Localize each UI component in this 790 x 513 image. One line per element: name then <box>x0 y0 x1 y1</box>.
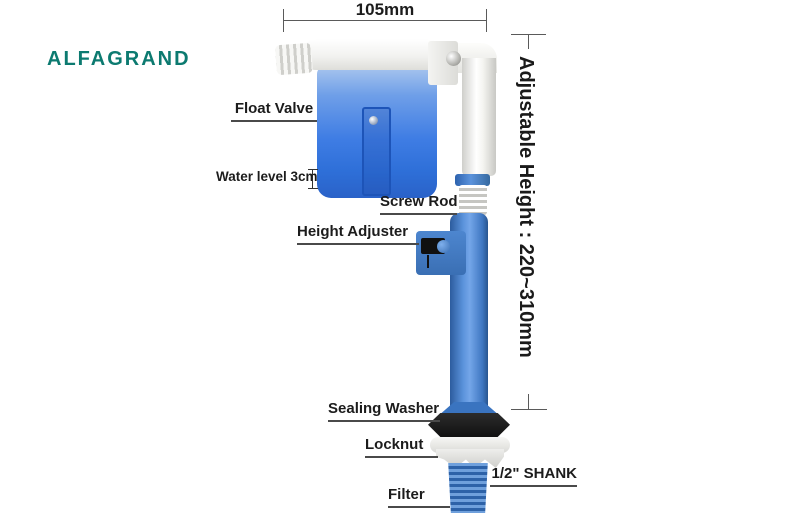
height-dimension-stub-top <box>528 34 529 49</box>
sealing-washer-part <box>428 413 510 441</box>
width-dimension-tick-left <box>283 9 284 32</box>
valve-cap <box>304 39 439 70</box>
label-screw-rod: Screw Rod <box>380 193 458 215</box>
width-dimension-tick-right <box>486 9 487 32</box>
inlet-nozzle <box>274 42 314 76</box>
label-sealing-washer: Sealing Washer <box>328 400 440 422</box>
height-adjuster-mark <box>427 255 429 268</box>
water-level-bracket-cap-bottom <box>308 188 318 189</box>
float-cup-screw <box>369 116 378 125</box>
height-dimension-label: Adjustable Height : 220~310mm <box>515 56 537 358</box>
width-dimension-label: 105mm <box>355 0 415 19</box>
outlet-tube <box>462 58 496 176</box>
label-water-level: Water level 3cm <box>216 169 318 184</box>
threaded-shank-part <box>448 463 488 513</box>
water-level-bracket-cap-top <box>308 169 318 170</box>
valve-body-screw <box>446 51 461 66</box>
float-cup <box>317 66 437 198</box>
screw-rod-threads <box>459 185 487 215</box>
screw-rod-collar <box>455 174 490 186</box>
width-dimension-line <box>283 20 487 21</box>
label-float-valve: Float Valve <box>231 100 317 122</box>
label-height-adjuster: Height Adjuster <box>297 223 419 245</box>
pipe-flange <box>438 402 500 416</box>
label-locknut: Locknut <box>365 436 438 458</box>
label-filter: Filter <box>388 486 450 508</box>
water-level-bracket-line <box>312 170 313 189</box>
height-dimension-tick-bottom <box>511 409 547 410</box>
float-cup-channel <box>362 107 391 196</box>
label-shank: 1/2" SHANK <box>490 465 577 487</box>
height-dimension-stub-bottom <box>528 394 529 410</box>
height-adjuster-knob <box>437 240 450 253</box>
brand-logo: ALFAGRAND <box>47 48 191 70</box>
